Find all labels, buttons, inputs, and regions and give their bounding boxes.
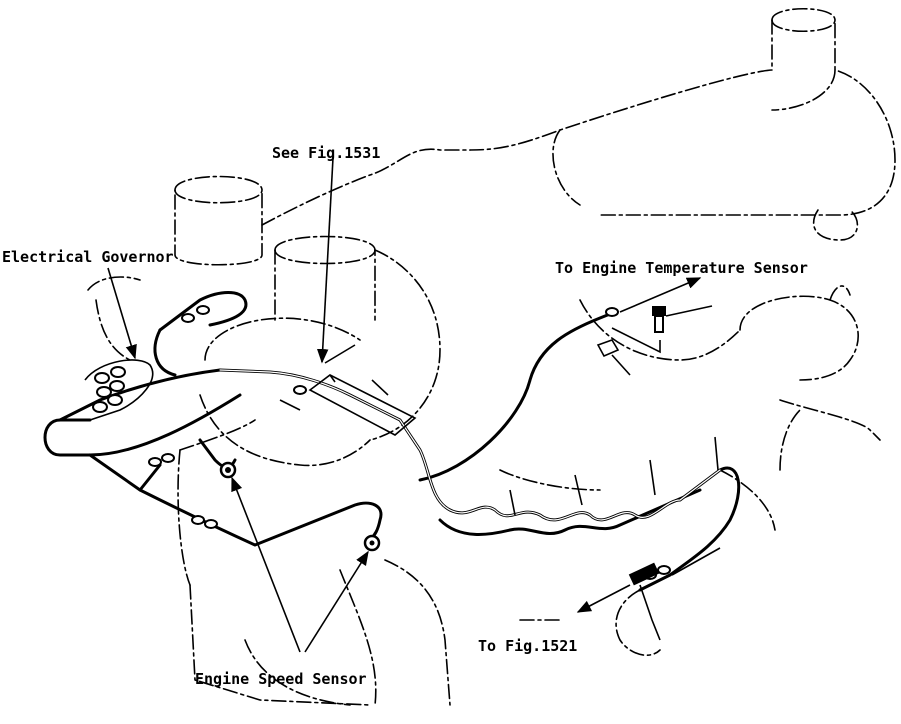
leader-lines <box>107 157 702 653</box>
bolt-icon <box>652 305 713 333</box>
arrow-icon <box>619 277 702 313</box>
engine-outline <box>87 7 896 706</box>
see-fig-label: See Fig.1531 <box>272 144 380 162</box>
engine-speed-sensor-label: Engine Speed Sensor <box>195 670 367 688</box>
arrow-icon <box>231 476 301 653</box>
connector-icon <box>628 547 721 641</box>
speed-sensor-right <box>363 534 381 552</box>
bracket-stubs <box>279 379 719 516</box>
arrow-icon <box>107 267 137 360</box>
arrow-icon <box>304 550 369 653</box>
electrical-governor-label: Electrical Governor <box>2 248 174 266</box>
wiring-harness <box>43 291 741 592</box>
control-box <box>308 374 417 436</box>
speed-sensor-left <box>219 461 237 479</box>
arrow-icon <box>576 584 631 613</box>
sensor-bracket <box>596 327 661 376</box>
governor-connectors <box>84 359 154 421</box>
to-fig-label: To Fig.1521 <box>478 637 577 655</box>
engine-temp-sensor-label: To Engine Temperature Sensor <box>555 259 808 277</box>
harness-clips <box>148 305 671 580</box>
arrow-icon <box>316 157 334 364</box>
